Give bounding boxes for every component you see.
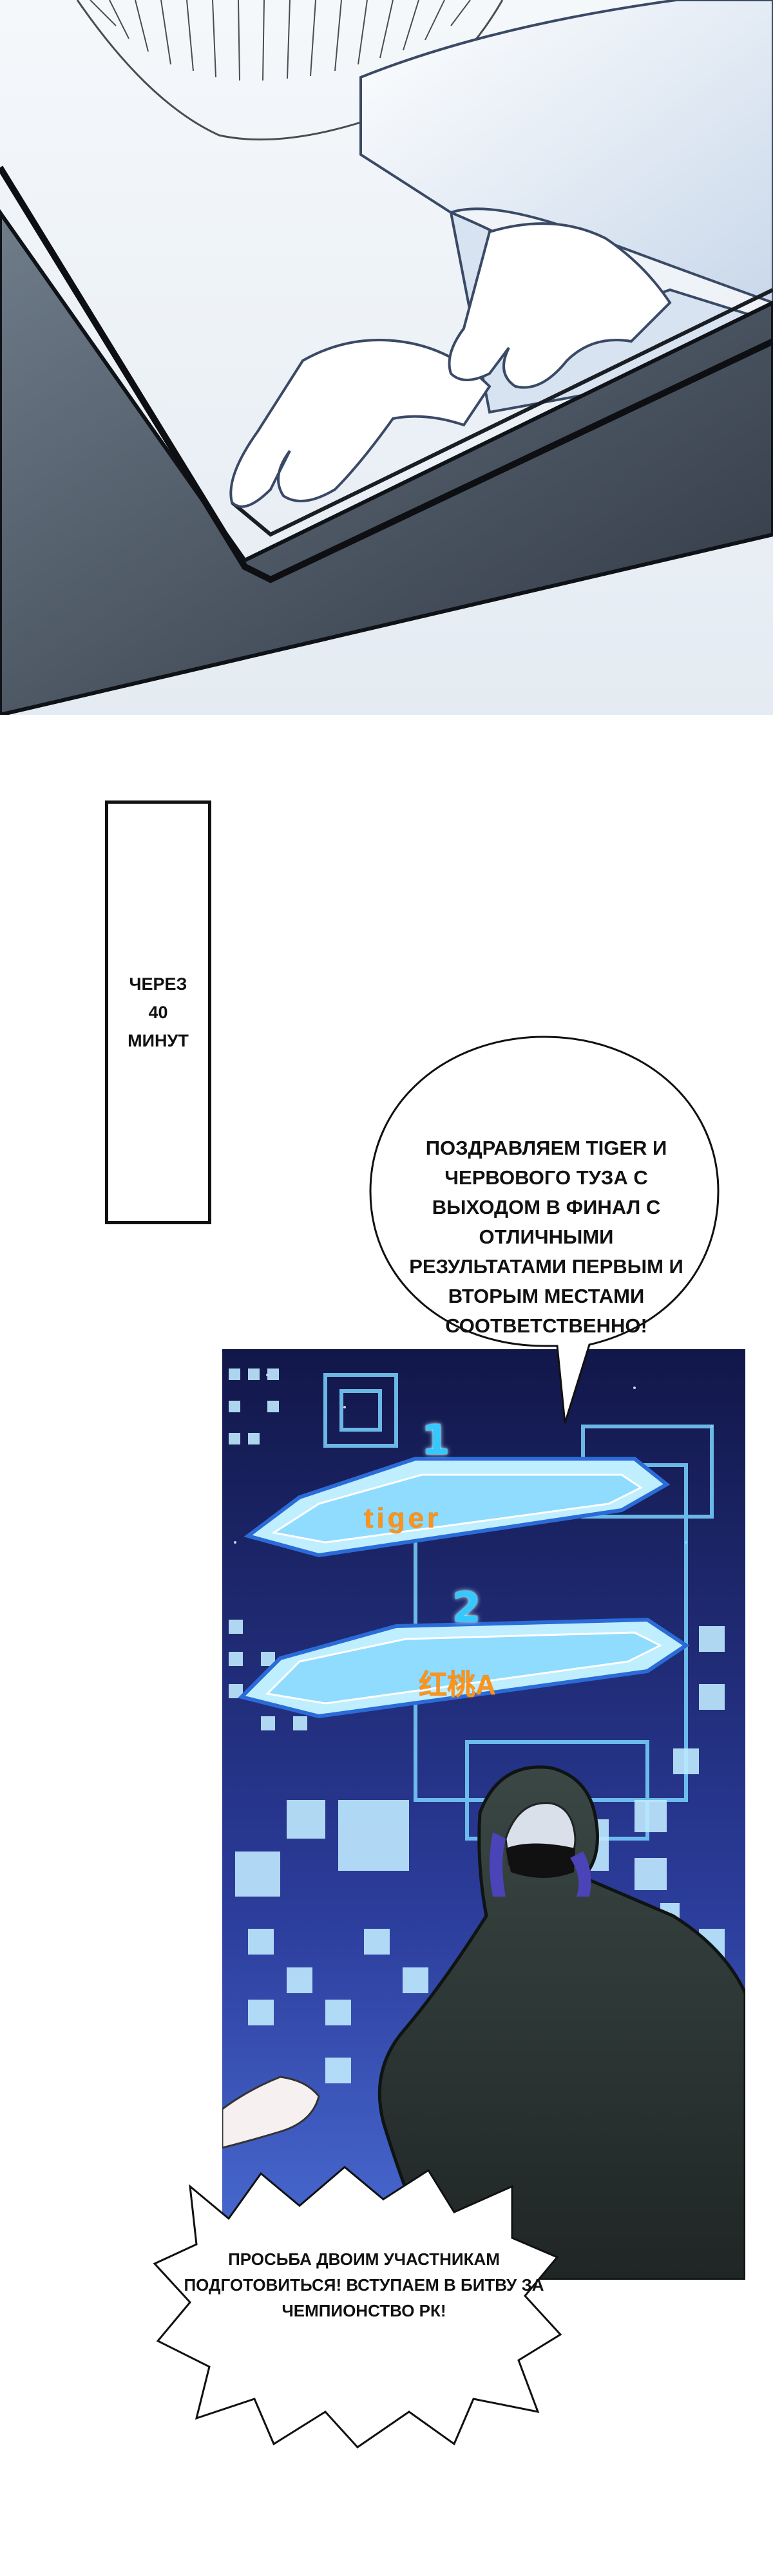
- speech-bubble-announcer-text: ПОЗДРАВЛЯЕМ TIGER И ЧЕРВОВОГО ТУЗА С ВЫХ…: [409, 1137, 683, 1337]
- speech-bubble-shout-text: ПРОСЬБА ДВОИМ УЧАСТНИКАМ ПОДГОТОВИТЬСЯ! …: [184, 2249, 544, 2320]
- rank-number-2: 2: [452, 1584, 481, 1632]
- panel-ranking-stage: [222, 1349, 745, 2280]
- panel-hands-on-laptop: [0, 0, 773, 715]
- rank-2-player-name: 红桃A: [419, 1669, 496, 1701]
- time-caption-text: ЧЕРЕЗ 40 МИНУТ: [128, 974, 189, 1050]
- rank-1-player-name: tiger: [363, 1502, 442, 1534]
- time-caption-box: ЧЕРЕЗ 40 МИНУТ: [105, 800, 211, 1224]
- speech-bubble-shout: [153, 2166, 562, 2448]
- hooded-figure: [222, 1765, 745, 2280]
- rank-number-1: 1: [421, 1417, 450, 1464]
- speech-bubble-announcer: [369, 1036, 720, 1424]
